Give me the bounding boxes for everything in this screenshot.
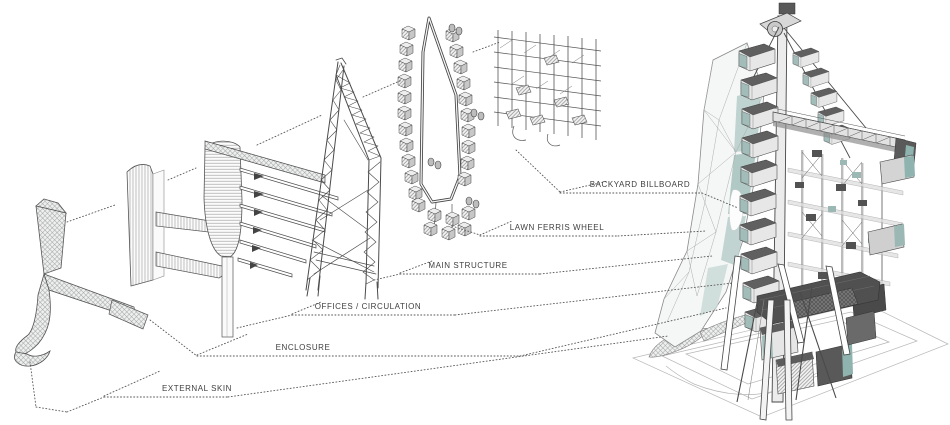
callout-lawn-ferris-wheel: LAWN FERRIS WHEEL: [487, 222, 627, 233]
callout-offices-circulation: OFFICES / CIRCULATION: [298, 301, 438, 312]
lawn-ferris-wheel-drawing: [397, 16, 485, 241]
legs-and-struts: [720, 255, 851, 421]
offices-circulation-drawing: [203, 140, 339, 338]
callout-enclosure: ENCLOSURE: [243, 342, 363, 353]
truss-bridge: [772, 107, 917, 167]
callout-backyard-billboard: BACKYARD BILLBOARD: [570, 179, 710, 190]
callout-label: LAWN FERRIS WHEEL: [509, 223, 605, 232]
assembled-building-drawing: [631, 2, 949, 421]
callout-leader-lines: [29, 149, 739, 413]
backyard-billboard-drawing: [493, 30, 602, 147]
callout-label: MAIN STRUCTURE: [428, 261, 508, 270]
explosion-guide-lines: [66, 41, 501, 223]
callout-label: EXTERNAL SKIN: [162, 384, 232, 393]
callout-label: OFFICES / CIRCULATION: [314, 302, 422, 311]
callout-label: ENCLOSURE: [275, 343, 331, 352]
callout-external-skin: EXTERNAL SKIN: [137, 383, 257, 394]
callout-main-structure: MAIN STRUCTURE: [398, 260, 538, 271]
main-structure-drawing: [305, 57, 382, 300]
callout-label: BACKYARD BILLBOARD: [589, 180, 691, 189]
open-floor-frame-right: [787, 150, 915, 319]
external-skin-drawing: [14, 198, 137, 367]
